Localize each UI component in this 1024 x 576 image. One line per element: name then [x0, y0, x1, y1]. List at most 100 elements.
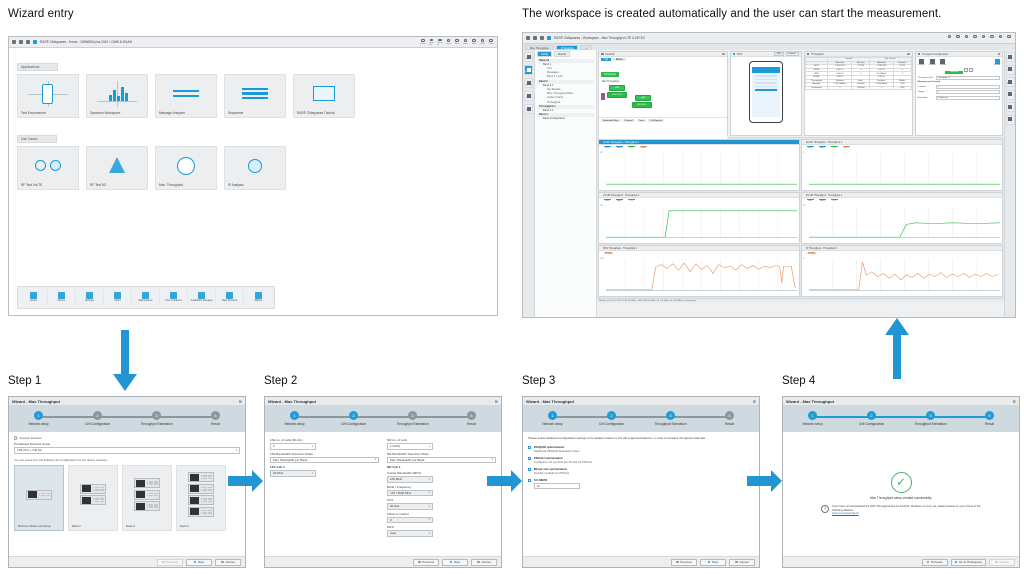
home-icon[interactable] — [990, 35, 994, 41]
forward-arrow-icon[interactable] — [26, 40, 30, 44]
analyze-devices-radio[interactable]: Analyze Devices — [14, 436, 240, 440]
back-arrow-icon[interactable] — [19, 40, 23, 44]
chart-pdu-throughput[interactable]: PDU Throughput - Throughput 1 Throughput… — [598, 245, 800, 297]
rail-config[interactable]: Config — [1005, 52, 1015, 62]
maximize-icon[interactable] — [997, 52, 1000, 56]
toolbar-installation-manager[interactable]: Installation Manager — [188, 289, 216, 306]
chart-ip-throughput[interactable]: IP Throughput - Throughput 1 Throughput … — [801, 245, 1003, 297]
cancel-button[interactable]: Cancel — [471, 558, 497, 566]
tile-test-environment[interactable]: Test Environment — [17, 74, 79, 118]
bottom-tab-protocol[interactable]: Protocol — [622, 119, 635, 122]
workspace-right-rail[interactable]: Config Marker Measure Plot Zoom Detail — [1004, 50, 1015, 317]
rail-plot[interactable]: Plot — [1005, 89, 1015, 100]
throughput-table-panel[interactable]: Throughput Overall Per Carrier — [803, 51, 913, 136]
tile-sequencer[interactable]: Sequencer — [224, 74, 286, 118]
workspace-left-rail[interactable]: Network Measure Signaling IP Data Report — [523, 50, 535, 317]
tree-node[interactable]: Band 2 / Carr. — [547, 75, 564, 79]
option-pdcch[interactable]: ✓ PDCCH optimization Configures 1/2 symb… — [528, 456, 754, 464]
tree-node[interactable]: Band 2.2 — [543, 108, 554, 112]
field-value[interactable]: Continuous — [935, 95, 1000, 100]
close-icon[interactable]: ✕ — [494, 398, 498, 404]
tree-node[interactable]: Net Results — [547, 87, 561, 91]
tree-node[interactable]: Band 3 — [537, 113, 594, 118]
node-dut[interactable] — [601, 93, 605, 100]
app-bottom-toolbar[interactable]: Library Device Settings About Maintenanc… — [17, 286, 275, 309]
back-arrow-icon[interactable] — [533, 36, 537, 40]
pause-icon[interactable] — [963, 68, 968, 72]
tree-node[interactable]: Cell — [547, 66, 552, 70]
option-256qam[interactable]: ✓ 256QAM optimization Additional 256QAM … — [528, 445, 754, 453]
tile-max-throughput[interactable]: Max. Throughput — [155, 146, 217, 190]
cancel-button[interactable]: Cancel — [215, 558, 241, 566]
field-value[interactable]: Throughput 2 — [935, 75, 1000, 80]
network-diagram[interactable]: Cell Basics Connected Max Throughput eNB… — [599, 57, 727, 140]
maximize-icon[interactable] — [907, 52, 910, 56]
checkbox-icon[interactable]: ✓ — [528, 456, 532, 461]
nr-field0-select[interactable]: 100 MHz▾ — [387, 476, 433, 483]
subtab-cell[interactable]: Cell — [601, 58, 611, 61]
reset-icon[interactable] — [947, 35, 952, 41]
node-gnb[interactable]: gNB — [635, 95, 651, 101]
tree-node[interactable]: Band Configuration — [543, 117, 566, 121]
next-button[interactable]: Next — [700, 558, 726, 566]
toolbar-library[interactable]: Library — [20, 289, 48, 306]
open-icon[interactable] — [973, 35, 977, 41]
device-card-minimum[interactable]: Minimum Radio unit Setup — [14, 464, 64, 531]
download-link[interactable]: www.cmw.de/u?tools — [832, 511, 859, 516]
rail-detail[interactable]: Detail — [1005, 114, 1015, 125]
workspace-titlebar-tools[interactable] — [947, 35, 1013, 41]
node-nr-cell[interactable]: NR Cell 1 — [632, 102, 652, 108]
close-icon[interactable]: ✕ — [752, 398, 756, 404]
connect2-button[interactable]: Connect — [929, 59, 936, 66]
su-mimo-input[interactable]: 2x — [533, 483, 580, 489]
tree-tabs[interactable]: Config Results — [537, 51, 594, 57]
forward-arrow-icon[interactable] — [540, 36, 544, 40]
close-icon[interactable]: ✕ — [1012, 398, 1016, 404]
rail-report[interactable]: Report — [524, 104, 533, 114]
rail-marker[interactable]: Marker — [1005, 64, 1015, 75]
checkbox-icon[interactable]: ✓ — [528, 478, 532, 483]
field-value[interactable]: 0 — [935, 84, 1000, 89]
toolbar-utilities[interactable]: Utilities — [244, 289, 272, 306]
tree-node[interactable]: Band 2.1 — [543, 83, 554, 87]
toolbar-about[interactable]: About — [104, 289, 132, 306]
device-card-rack2[interactable]: Rack 2 — [68, 464, 118, 531]
record-button[interactable]: Record — [940, 59, 946, 66]
chart-dl-nr-throughput[interactable]: DL NR Throughput - Throughput 1 ACK NACK… — [801, 192, 1003, 244]
close-icon[interactable]: ✕ — [238, 398, 242, 404]
bottom-tab-trace[interactable]: Trace — [636, 119, 647, 122]
nr-field3-select[interactable]: 0▾ — [387, 516, 433, 523]
tab-add[interactable]: + — [580, 44, 592, 50]
previous-button[interactable]: Previous — [921, 558, 948, 566]
field-duration[interactable]: Duration 0 — [918, 84, 1000, 89]
field-repetition[interactable]: Repetition Continuous — [918, 95, 1000, 100]
zoom-in-icon[interactable] — [964, 35, 969, 41]
nr-field4-select[interactable]: Auto▾ — [387, 530, 433, 537]
tree-node[interactable]: Throughput 1 — [537, 104, 594, 109]
tree-node[interactable]: Messages — [547, 71, 559, 75]
field-value[interactable]: 1 — [935, 90, 1000, 94]
field-trigger[interactable]: Trigger 1 — [918, 90, 1000, 94]
close-icon[interactable] — [1007, 35, 1011, 41]
zoom-out-icon[interactable]: Zoom Out — [429, 39, 434, 46]
rail-zoom[interactable]: Zoom — [1005, 102, 1015, 112]
cmsquares-workspace-window[interactable]: R&S® CMsquares - Workspace - Max Through… — [522, 32, 1016, 318]
tree-node[interactable]: Throughput — [547, 100, 561, 104]
bottom-tab-bandwidth[interactable]: Bandwidth Msg. — [601, 119, 621, 122]
node-lte-cell[interactable]: LTE Cell 1 — [607, 92, 627, 98]
cancel-button[interactable]: Cancel — [989, 558, 1015, 566]
rail-signaling[interactable]: Signaling — [524, 78, 533, 88]
tile-tutorial[interactable]: R&S® CMsquares Tutorial — [293, 74, 355, 118]
zoom-in-icon[interactable]: Zoom In — [438, 39, 442, 46]
tree-tab-results[interactable]: Results — [553, 51, 570, 57]
